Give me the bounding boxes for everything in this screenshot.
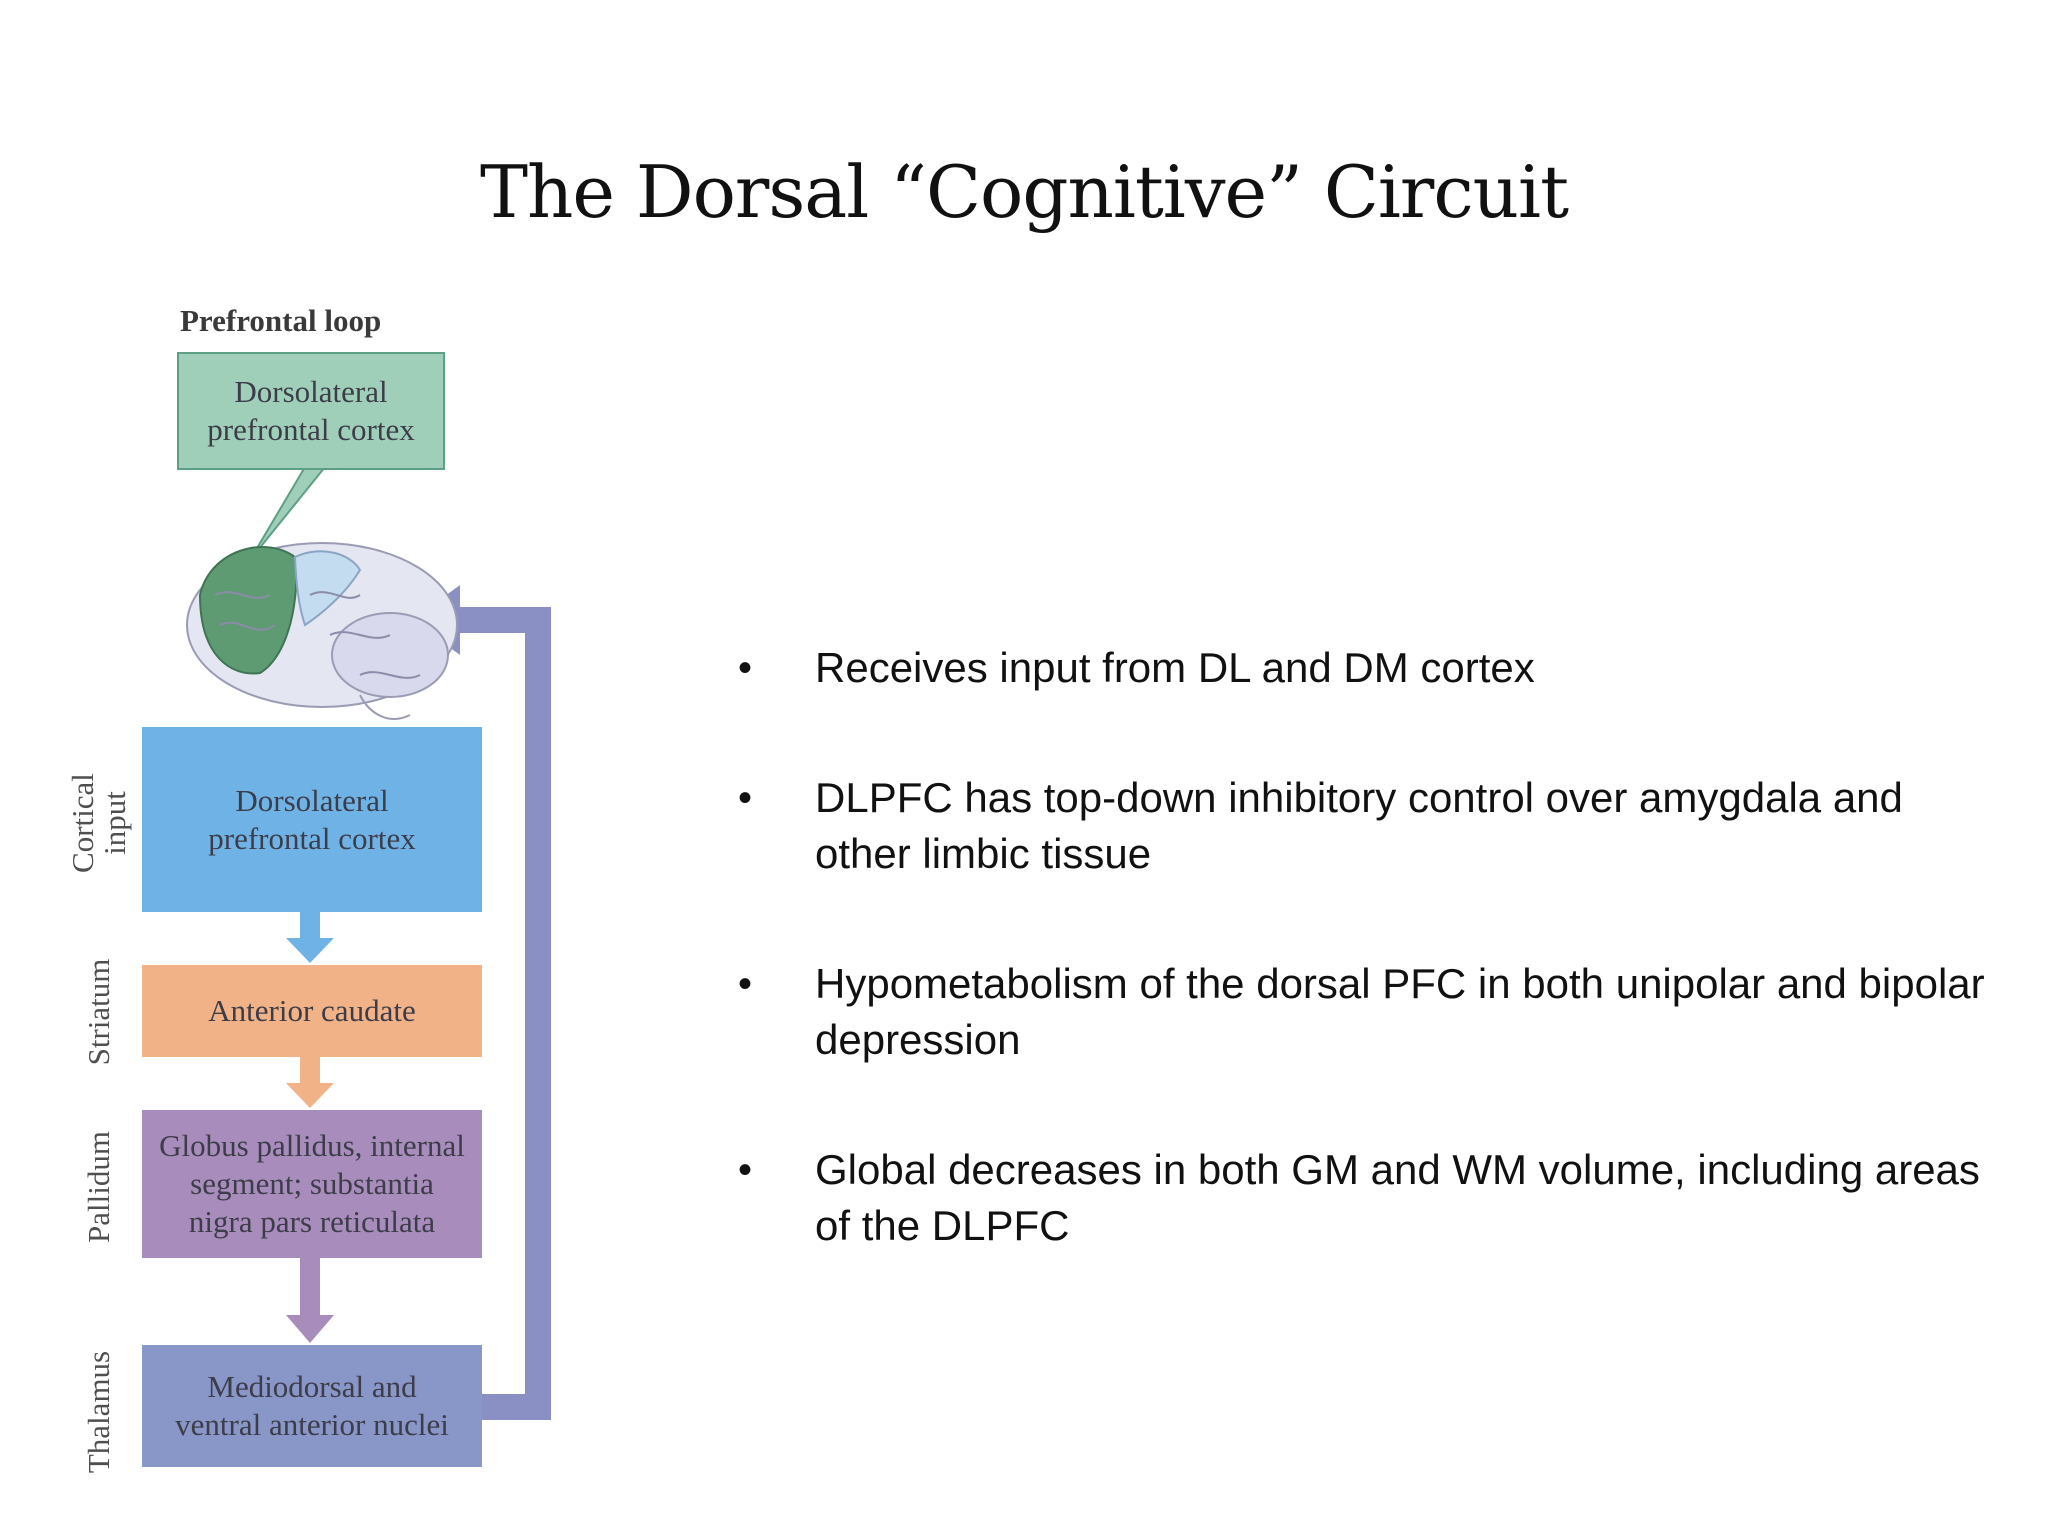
bullet-item: • Receives input from DL and DM cortex [730, 640, 1990, 696]
dlpfc-callout-box: Dorsolateral prefrontal cortex [177, 352, 445, 470]
bullet-marker: • [738, 1148, 753, 1192]
bullet-text: Global decreases in both GM and WM volum… [815, 1146, 1980, 1249]
pallidus-box: Globus pallidus, internal segment; subst… [142, 1110, 482, 1258]
thalamus-box: Mediodorsal and ventral anterior nuclei [142, 1345, 482, 1467]
bullet-item: • Hypometabolism of the dorsal PFC in bo… [730, 956, 1990, 1068]
arrow-pallidus-to-thalamus [286, 1258, 334, 1343]
label-thalamus: Thalamus [81, 1350, 116, 1474]
prefrontal-loop-diagram: Prefrontal loop Dorsolateral prefrontal … [60, 295, 580, 1495]
bullet-marker: • [738, 962, 753, 1006]
figure-heading: Prefrontal loop [180, 303, 382, 338]
slide-title: The Dorsal “Cognitive” Circuit [479, 150, 1569, 234]
bullet-text: Receives input from DL and DM cortex [815, 644, 1535, 691]
caudate-box: Anterior caudate [142, 965, 482, 1057]
arrow-caudate-to-pallidus [286, 1057, 334, 1108]
bullet-marker: • [738, 776, 753, 820]
feedback-arrow [452, 607, 551, 1420]
brain-icon [186, 542, 458, 720]
cortex-box: Dorsolateral prefrontal cortex [142, 727, 482, 912]
diagram-graphics [186, 466, 551, 1420]
bullet-text: Hypometabolism of the dorsal PFC in both… [815, 960, 1985, 1063]
bullet-marker: • [738, 646, 753, 690]
bullet-item: • Global decreases in both GM and WM vol… [730, 1142, 1990, 1254]
bullet-list: • Receives input from DL and DM cortex •… [730, 640, 1990, 1328]
bullet-text: DLPFC has top-down inhibitory control ov… [815, 774, 1903, 877]
label-striatum: Striatum [81, 958, 116, 1066]
arrow-cortex-to-caudate [286, 912, 334, 963]
label-cortical-input: Cortical input [65, 773, 132, 873]
label-pallidum: Pallidum [81, 1131, 116, 1243]
bullet-item: • DLPFC has top-down inhibitory control … [730, 770, 1990, 882]
